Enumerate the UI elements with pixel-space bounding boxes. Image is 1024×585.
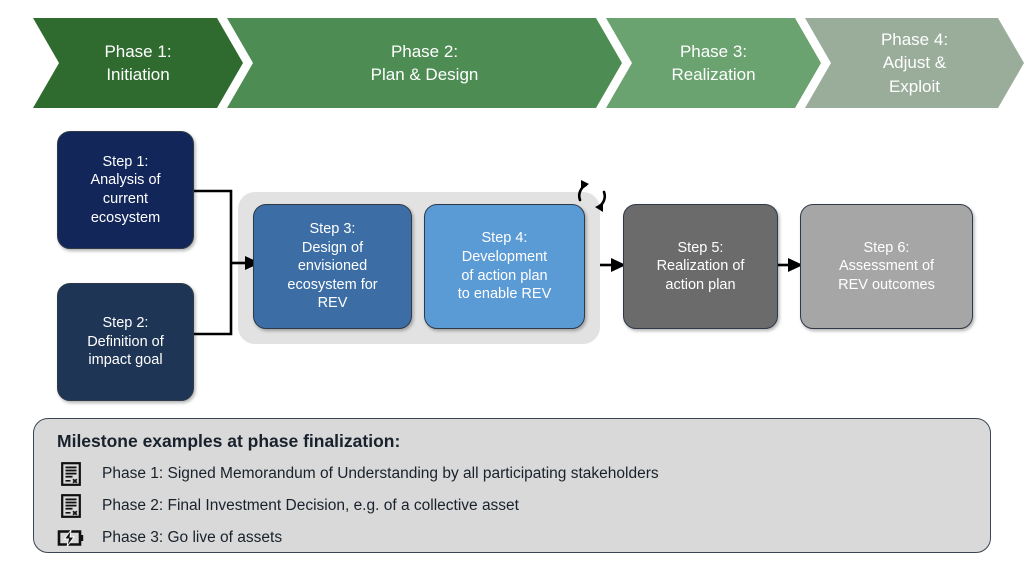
milestone-text: Phase 3: Go live of assets: [102, 529, 283, 546]
connector-step5-to-step6: [778, 258, 803, 272]
step-label-3: Step 3: Design of envisioned ecosystem f…: [287, 221, 378, 312]
document-contract-icon: [54, 494, 88, 518]
milestone-row: Phase 3: Go live of assets: [54, 522, 990, 554]
phase-chevron-3[interactable]: Phase 3: Realization: [606, 18, 821, 108]
step-box-5[interactable]: Step 5: Realization of action plan: [623, 204, 778, 329]
connector-group-to-step5: [600, 258, 626, 272]
milestone-text: Phase 2: Final Investment Decision, e.g.…: [102, 497, 519, 514]
phase-label-1: Phase 1: Initiation: [104, 41, 172, 84]
step-label-5: Step 5: Realization of action plan: [656, 239, 745, 293]
phase-chevron-1[interactable]: Phase 1: Initiation: [33, 18, 243, 108]
refresh-loop-icon: [572, 178, 612, 214]
milestone-text: Phase 1: Signed Memorandum of Understand…: [102, 465, 659, 482]
step-label-6: Step 6: Assessment of REV outcomes: [838, 239, 935, 293]
document-contract-icon: [54, 462, 88, 486]
step-label-2: Step 2: Definition of impact goal: [87, 315, 164, 369]
step-box-1[interactable]: Step 1: Analysis of current ecosystem: [57, 131, 194, 249]
step-label-1: Step 1: Analysis of current ecosystem: [90, 153, 161, 226]
step-box-4[interactable]: Step 4: Development of action plan to en…: [424, 204, 585, 329]
milestone-title: Milestone examples at phase finalization…: [57, 431, 401, 451]
step-label-4: Step 4: Development of action plan to en…: [457, 230, 552, 303]
milestone-row: Phase 2: Final Investment Decision, e.g.…: [54, 490, 990, 522]
step-box-2[interactable]: Step 2: Definition of impact goal: [57, 283, 194, 401]
phase-bar: Phase 1: Initiation Phase 2: Plan & Desi…: [0, 18, 1024, 108]
phase-label-3: Phase 3: Realization: [671, 41, 756, 84]
milestone-row: Phase 1: Signed Memorandum of Understand…: [54, 458, 990, 490]
phase-chevron-4[interactable]: Phase 4: Adjust & Exploit: [805, 18, 1024, 108]
step-box-3[interactable]: Step 3: Design of envisioned ecosystem f…: [253, 204, 412, 329]
phase-chevron-2[interactable]: Phase 2: Plan & Design: [227, 18, 622, 108]
milestone-panel: Milestone examples at phase finalization…: [33, 418, 991, 553]
battery-bolt-icon: [54, 528, 88, 548]
connector-steps12-to-group: [194, 189, 260, 336]
step-box-6[interactable]: Step 6: Assessment of REV outcomes: [800, 204, 973, 329]
phase-label-2: Phase 2: Plan & Design: [370, 41, 479, 84]
phase-label-4: Phase 4: Adjust & Exploit: [880, 29, 949, 96]
